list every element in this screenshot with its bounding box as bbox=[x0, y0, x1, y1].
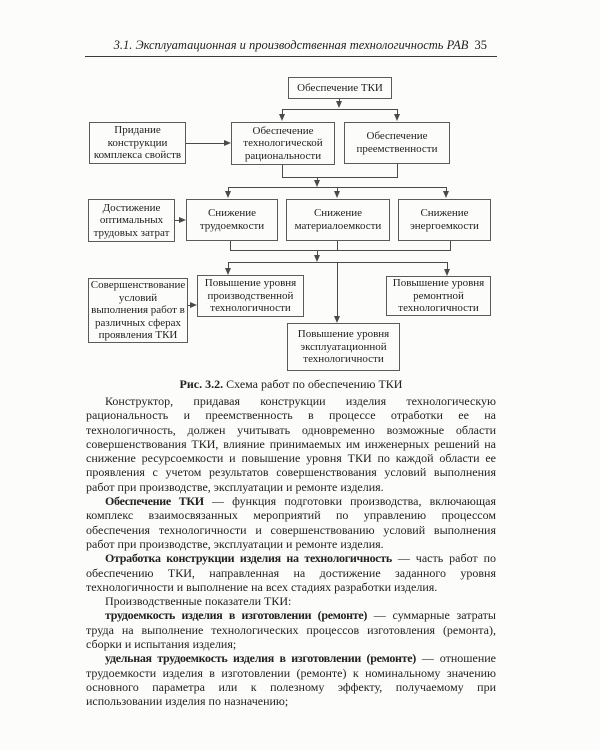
node-snizhenie-energoemkosti: Снижение энергоемкости bbox=[398, 199, 491, 241]
node-label: Совершенствование условий выполнения раб… bbox=[90, 279, 186, 342]
node-dostizhenie-zatrat: Достижение оптимальных трудовых затрат bbox=[88, 199, 175, 242]
node-label: Снижение материалоемкости bbox=[294, 207, 382, 232]
connector-line bbox=[446, 187, 447, 192]
connector-line bbox=[317, 177, 318, 181]
node-obespechenie-tki: Обеспечение ТКИ bbox=[288, 77, 392, 99]
node-sovershenstvovanie-usloviy: Совершенствование условий выполнения раб… bbox=[88, 278, 188, 343]
connector-line bbox=[339, 99, 340, 102]
connector-arrow-right bbox=[179, 217, 186, 223]
page-number: 35 bbox=[474, 38, 488, 52]
node-label: Повышение уровня ремонтной технологичнос… bbox=[392, 277, 485, 315]
header-rule bbox=[85, 56, 497, 57]
connector-line bbox=[230, 250, 451, 251]
node-tekhnologicheskaya-ratsionalnost: Обеспечение технологической рациональнос… bbox=[231, 122, 335, 165]
node-remontnaya-tekhnologichnost: Повышение уровня ремонтной технологичнос… bbox=[386, 276, 491, 316]
node-label: Обеспечение ТКИ bbox=[297, 81, 383, 94]
connector-arrow-down bbox=[314, 255, 320, 262]
connector-arrow-down bbox=[279, 114, 285, 121]
node-label: Повышение уровня эксплуатационной технол… bbox=[297, 328, 390, 366]
connector-line bbox=[188, 305, 191, 306]
connector-line bbox=[228, 262, 229, 268]
connector-line bbox=[228, 262, 448, 263]
connector-line bbox=[397, 109, 398, 115]
node-label: Повышение уровня производственной технол… bbox=[204, 277, 297, 315]
connector-line bbox=[282, 177, 398, 178]
connector-line bbox=[397, 164, 398, 177]
connector-arrow-right bbox=[190, 302, 197, 308]
node-label: Обеспечение технологической рациональнос… bbox=[243, 124, 323, 162]
node-label: Придание конструкции комплекса свойств bbox=[93, 124, 182, 162]
connector-line bbox=[175, 220, 180, 221]
connector-line bbox=[317, 250, 318, 255]
node-proizvodstvennaya-tekhnologichnost: Повышение уровня производственной технол… bbox=[197, 275, 304, 317]
connector-line bbox=[282, 165, 283, 177]
paragraph: Отработка конструкции изделия на техноло… bbox=[86, 551, 496, 594]
node-ekspluatatsionnaya-tekhnologichnost: Повышение уровня эксплуатационной технол… bbox=[287, 323, 400, 371]
figure-caption-label: Рис. 3.2. bbox=[179, 377, 224, 391]
node-label: Снижение трудоемкости bbox=[199, 207, 265, 232]
connector-arrow-down bbox=[225, 191, 231, 198]
connector-arrow-down bbox=[334, 316, 340, 323]
node-label: Достижение оптимальных трудовых затрат bbox=[93, 201, 170, 239]
node-snizhenie-trudoemkosti: Снижение трудоемкости bbox=[186, 199, 278, 241]
node-label: Снижение энергоемкости bbox=[410, 207, 479, 232]
connector-line bbox=[450, 241, 451, 250]
connector-line bbox=[337, 241, 338, 250]
paragraph: трудоемкость изделия в изготовлении (рем… bbox=[86, 608, 496, 652]
connector-arrow-right bbox=[224, 140, 231, 146]
paragraph: Конструктор, придавая конструкции издели… bbox=[86, 394, 496, 494]
connector-arrow-down bbox=[314, 180, 320, 187]
figure-caption-text: Схема работ по обеспечению ТКИ bbox=[223, 377, 403, 391]
connector-line bbox=[282, 109, 398, 110]
connector-arrow-down bbox=[334, 191, 340, 198]
paragraph: Производственные показатели ТКИ: bbox=[105, 594, 292, 609]
connector-arrow-down bbox=[394, 114, 400, 121]
node-preemstvennost: Обеспечение преемственности bbox=[344, 122, 450, 164]
connector-arrow-down bbox=[225, 268, 231, 275]
connector-line bbox=[186, 143, 224, 144]
connector-line bbox=[230, 241, 231, 250]
paragraph: Обеспечение ТКИ — функция подготовки про… bbox=[86, 494, 496, 551]
connector-line bbox=[447, 262, 448, 269]
node-label: Обеспечение преемственности bbox=[356, 130, 438, 155]
node-pridanie-konstruktsii: Придание конструкции комплекса свойств bbox=[89, 122, 186, 164]
figure-caption: Рис. 3.2. Схема работ по обеспечению ТКИ bbox=[85, 377, 497, 392]
connector-arrow-down bbox=[443, 191, 449, 198]
body-text: Конструктор, придавая конструкции издели… bbox=[86, 394, 496, 709]
connector-line bbox=[228, 187, 229, 192]
connector-arrow-down bbox=[444, 269, 450, 276]
paragraph: удельная трудоемкость изделия в изготовл… bbox=[86, 651, 496, 709]
node-snizhenie-materialoemkosti: Снижение материалоемкости bbox=[286, 199, 390, 241]
connector-line bbox=[282, 109, 283, 115]
connector-line bbox=[337, 187, 338, 192]
connector-line bbox=[337, 262, 338, 316]
connector-arrow-down bbox=[336, 101, 342, 108]
running-head-title: 3.1. Эксплуатационная и производственная… bbox=[113, 38, 469, 52]
